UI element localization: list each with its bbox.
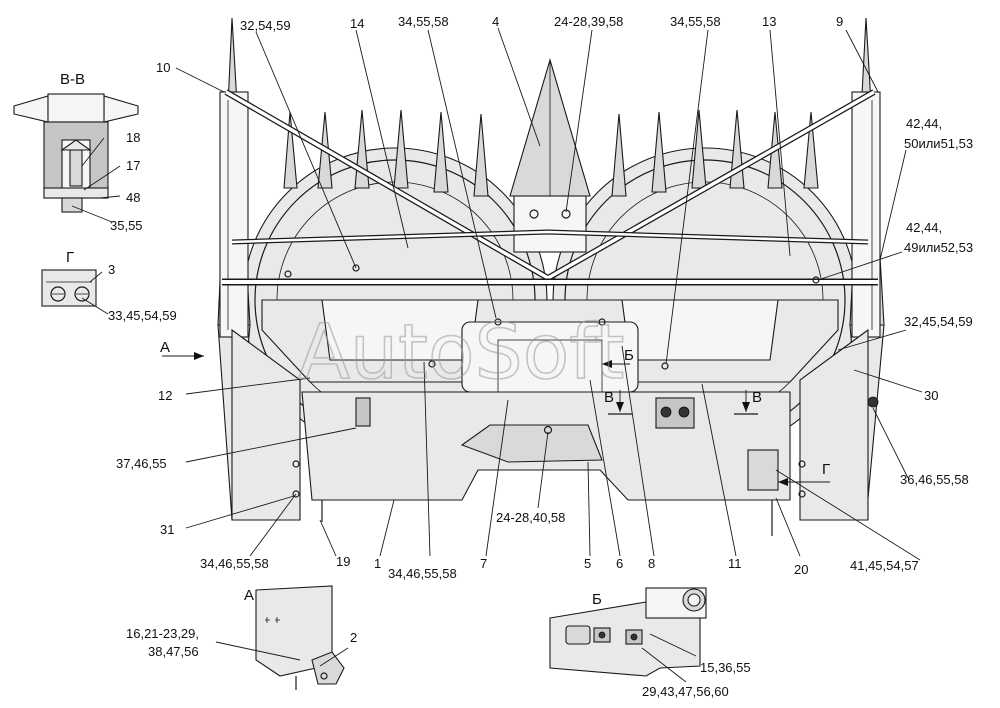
callout-24-28-40-58: 24-28,40,58 bbox=[496, 510, 565, 525]
view-b-detail bbox=[549, 587, 707, 677]
view-a-detail bbox=[255, 585, 345, 690]
callout-34-46-55-58-b: 34,46,55,58 bbox=[388, 566, 457, 581]
callout-48: 48 bbox=[126, 190, 140, 205]
callout-38-47-56: 38,47,56 bbox=[148, 644, 199, 659]
callout-11: 11 bbox=[728, 556, 742, 571]
callout-8: 8 bbox=[648, 556, 655, 571]
callout-5: 5 bbox=[584, 556, 591, 571]
watermark: AutoSoft bbox=[298, 307, 624, 396]
side-skirts bbox=[231, 328, 879, 521]
tube-frame bbox=[222, 89, 878, 286]
arrow-v-right-label: В bbox=[752, 389, 762, 406]
callout-34-55-58-b: 34,55,58 bbox=[670, 14, 721, 29]
arrow-a-label: А bbox=[160, 339, 170, 356]
callout-36-46-55-58: 36,46,55,58 bbox=[900, 472, 969, 487]
section-vv-title: В-В bbox=[60, 71, 85, 88]
callout-34-46-55-58-a: 34,46,55,58 bbox=[200, 556, 269, 571]
callout-30: 30 bbox=[924, 388, 938, 403]
callout-31: 31 bbox=[160, 522, 174, 537]
callout-35-55: 35,55 bbox=[110, 218, 143, 233]
arrow-v-right-icon bbox=[742, 402, 750, 412]
section-vv-detail bbox=[13, 93, 139, 213]
callout-labels: 10 32,54,59 14 34,55,58 4 24-28,39,58 34… bbox=[108, 14, 973, 699]
callout-18: 18 bbox=[126, 130, 140, 145]
callout-19: 19 bbox=[336, 554, 350, 569]
callout-33-45-54-59: 33,45,54,59 bbox=[108, 308, 177, 323]
callout-32-45-54-59: 32,45,54,59 bbox=[904, 314, 973, 329]
callout-50-51-53: 50или51,53 bbox=[904, 136, 973, 151]
callout-20: 20 bbox=[794, 562, 808, 577]
callout-42-44-a: 42,44, bbox=[906, 116, 942, 131]
callout-15-36-55: 15,36,55 bbox=[700, 660, 751, 675]
callout-10: 10 bbox=[156, 60, 170, 75]
callout-16-21-23-29: 16,21-23,29, bbox=[126, 626, 199, 641]
center-divider bbox=[509, 58, 591, 253]
callout-29-43-47-56-60: 29,43,47,56,60 bbox=[642, 684, 729, 699]
callout-49-52-53: 49или52,53 bbox=[904, 240, 973, 255]
leader-lines bbox=[71, 27, 923, 683]
view-g-detail bbox=[41, 269, 97, 307]
callout-1: 1 bbox=[374, 556, 381, 571]
callout-2: 2 bbox=[350, 630, 357, 645]
arrow-b-icon bbox=[602, 360, 612, 368]
callout-14: 14 bbox=[350, 16, 364, 31]
arrow-a-icon bbox=[194, 352, 204, 360]
callout-24-28-39-58: 24-28,39,58 bbox=[554, 14, 623, 29]
view-arrows bbox=[162, 352, 830, 486]
section-g-title: Г bbox=[66, 249, 74, 266]
callout-12: 12 bbox=[158, 388, 172, 403]
arrow-v-left-icon bbox=[616, 402, 624, 412]
callout-34-55-58-a: 34,55,58 bbox=[398, 14, 449, 29]
arrow-g-icon bbox=[778, 478, 788, 486]
arrow-v-left-label: В bbox=[604, 389, 614, 406]
callout-42-44-b: 42,44, bbox=[906, 220, 942, 235]
main-assembly bbox=[217, 17, 885, 536]
section-titles: В-В Г А А Б Б В В Г bbox=[60, 71, 830, 608]
view-b-title: Б bbox=[592, 591, 602, 608]
callout-13: 13 bbox=[762, 14, 776, 29]
bolt-details bbox=[284, 264, 820, 536]
callout-32-54-59: 32,54,59 bbox=[240, 18, 291, 33]
callout-41-45-54-57: 41,45,54,57 bbox=[850, 558, 919, 573]
callout-4: 4 bbox=[492, 14, 499, 29]
callout-3: 3 bbox=[108, 262, 115, 277]
arrow-g-label: Г bbox=[822, 461, 830, 478]
callout-9: 9 bbox=[836, 14, 843, 29]
view-a-title: А bbox=[244, 587, 254, 604]
callout-17: 17 bbox=[126, 158, 140, 173]
callout-37-46-55: 37,46,55 bbox=[116, 456, 167, 471]
callout-7: 7 bbox=[480, 556, 487, 571]
arrow-b-label: Б bbox=[624, 347, 634, 364]
callout-6: 6 bbox=[616, 556, 623, 571]
